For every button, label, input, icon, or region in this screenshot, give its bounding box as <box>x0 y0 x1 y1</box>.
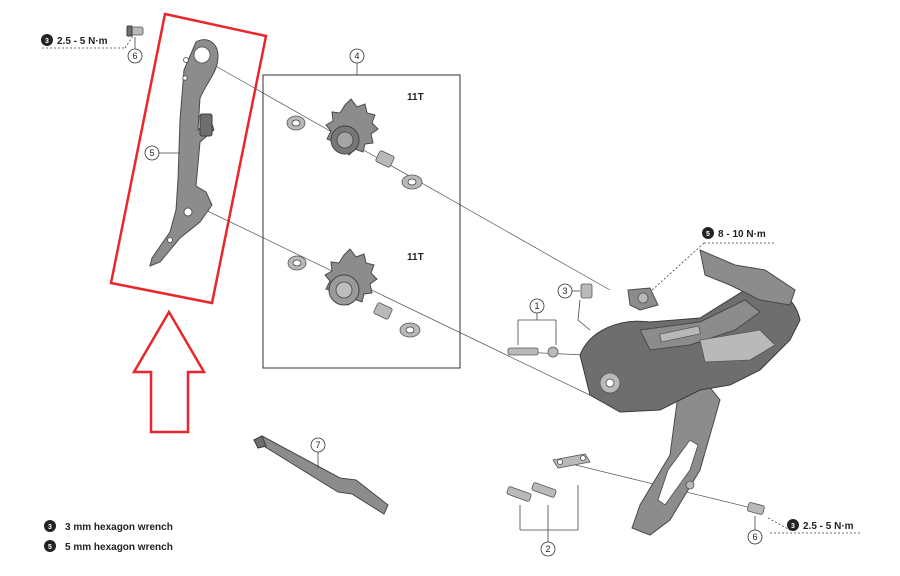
wrench-size-badge <box>787 519 799 531</box>
torque-spec-mid-right: 5 8 - 10 N·m <box>649 227 775 293</box>
pulley-set-part-4: 4 11T 11T <box>262 48 461 369</box>
wrench-legend: 3 3 mm hexagon wrench 5 5 mm hexagon wre… <box>44 520 173 553</box>
upper-pulley <box>286 98 423 190</box>
wrench-size-badge-text: 3 <box>791 523 795 530</box>
torque-value: 2.5 - 5 N·m <box>803 521 854 532</box>
callout-5: 5 <box>149 148 154 158</box>
highlight-arrow-up <box>131 309 207 434</box>
bolts-part-1: 1 <box>507 298 559 358</box>
callout-4: 4 <box>354 51 359 61</box>
bolt-6-top: 6 <box>126 25 144 64</box>
legend-item: 5 5 mm hexagon wrench <box>44 540 173 553</box>
callout-2: 2 <box>545 544 550 554</box>
callout-1: 1 <box>534 301 539 311</box>
derailleur-body <box>579 249 801 536</box>
bolt-3: 3 <box>557 283 593 331</box>
callout-6-top: 6 <box>132 51 137 61</box>
wrench-size-badge <box>702 227 714 239</box>
torque-value: 8 - 10 N·m <box>718 229 766 240</box>
upper-pulley-teeth-label: 11T <box>407 92 424 103</box>
legend-item: 3 3 mm hexagon wrench <box>44 520 173 533</box>
wrench-size-badge-text: 3 <box>45 38 49 45</box>
legend-badge: 3 <box>48 524 52 531</box>
callout-7: 7 <box>315 440 320 450</box>
callout-6-bottom: 6 <box>752 532 757 542</box>
torque-value: 2.5 - 5 N·m <box>57 36 108 47</box>
outer-plate-part-5: 5 <box>144 39 219 267</box>
tool-part-7: 7 <box>252 435 389 515</box>
callout-3: 3 <box>562 286 567 296</box>
lower-pulley <box>287 248 421 338</box>
wrench-size-badge <box>41 34 53 46</box>
torque-spec-bottom-right: 3 2.5 - 5 N·m <box>767 517 862 534</box>
torque-spec-top-left: 3 2.5 - 5 N·m <box>41 32 136 49</box>
legend-badge: 5 <box>48 544 52 551</box>
highlight-frame <box>109 12 268 305</box>
legend-text: 3 mm hexagon wrench <box>65 522 173 533</box>
bolts-part-2: 2 <box>506 453 591 557</box>
bolt-6-bottom: 6 <box>747 502 765 545</box>
legend-text: 5 mm hexagon wrench <box>65 542 173 553</box>
lower-pulley-teeth-label: 11T <box>407 252 424 263</box>
wrench-size-badge-text: 5 <box>706 231 710 238</box>
